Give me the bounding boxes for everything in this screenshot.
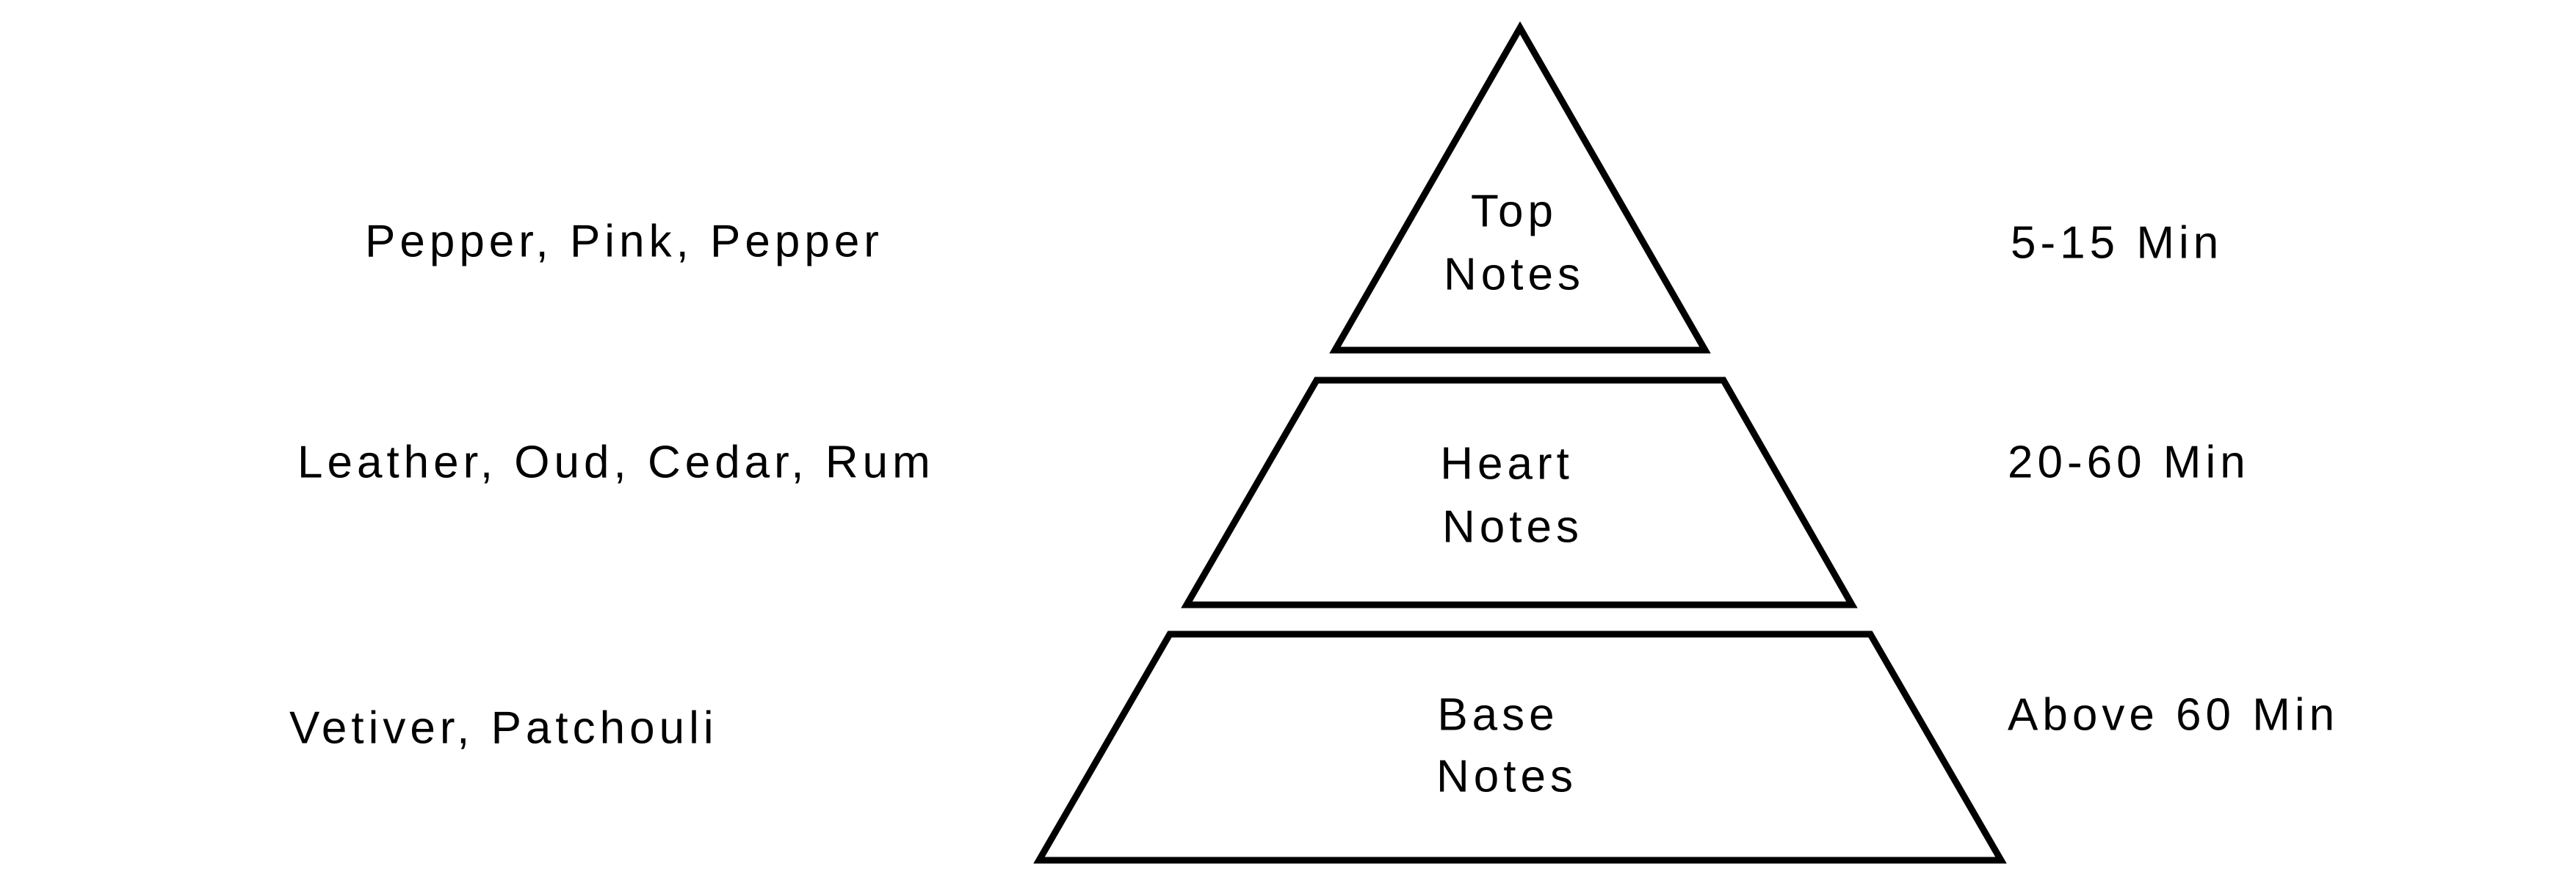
top-notes-tier — [1329, 21, 1711, 354]
base-notes-tier — [1033, 631, 2007, 864]
top-notes-label-line2: Notes — [1444, 250, 1585, 300]
top-notes-duration: 5-15 Min — [2011, 218, 2223, 269]
heart-notes-label-line1: Heart — [1440, 439, 1574, 490]
base-notes-ingredients: Vetiver, Patchouli — [289, 703, 718, 754]
heart-notes-duration: 20-60 Min — [2008, 437, 2250, 488]
top-notes-label-line1: Top — [1471, 186, 1557, 237]
heart-notes-label-line2: Notes — [1442, 502, 1583, 553]
base-notes-label-line1: Base — [1437, 690, 1558, 741]
base-notes-label-line2: Notes — [1436, 752, 1577, 802]
heart-notes-ingredients: Leather, Oud, Cedar, Rum — [297, 437, 935, 488]
heart-notes-tier — [1181, 377, 1858, 608]
base-notes-duration: Above 60 Min — [2008, 690, 2339, 741]
top-notes-ingredients: Pepper, Pink, Pepper — [365, 217, 883, 267]
